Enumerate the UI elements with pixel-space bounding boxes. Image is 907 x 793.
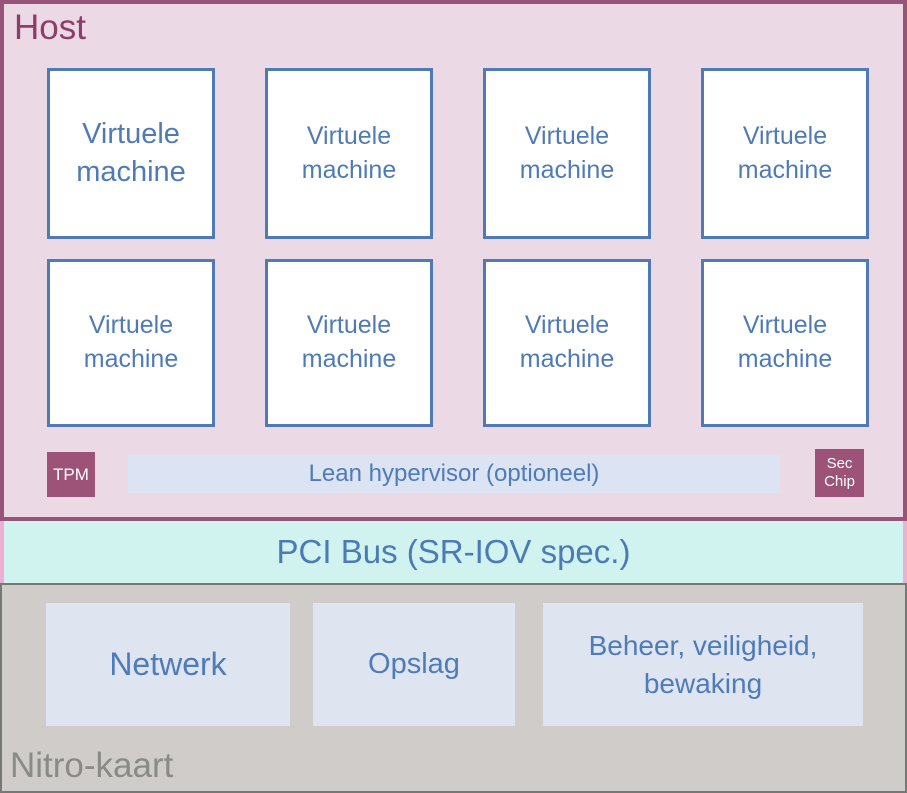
nitro-box-beheer: Beheer, veiligheid, bewaking bbox=[543, 603, 863, 726]
pci-bus-label: PCI Bus (SR-IOV spec.) bbox=[276, 533, 631, 570]
nitro-card-section: Netwerk Opslag Beheer, veiligheid, bewak… bbox=[0, 583, 907, 793]
vm-row-1: Virtuele machine Virtuele machine Virtue… bbox=[47, 68, 869, 239]
pci-bus-bar: PCI Bus (SR-IOV spec.) bbox=[0, 521, 907, 583]
security-chip: Sec Chip bbox=[815, 449, 864, 497]
nitro-card-title: Nitro-kaart bbox=[10, 746, 174, 785]
nitro-box-opslag: Opslag bbox=[313, 603, 515, 726]
vm-box: Virtuele machine bbox=[483, 68, 651, 239]
vm-box: Virtuele machine bbox=[265, 259, 433, 427]
vm-box: Virtuele machine bbox=[265, 68, 433, 239]
vm-box: Virtuele machine bbox=[701, 259, 869, 427]
vm-box: Virtuele machine bbox=[483, 259, 651, 427]
hypervisor-bar: Lean hypervisor (optioneel) bbox=[128, 455, 780, 493]
vm-box: Virtuele machine bbox=[47, 259, 215, 427]
host-title: Host bbox=[14, 8, 86, 47]
host-section: Host Virtuele machine Virtuele machine V… bbox=[0, 0, 907, 521]
tpm-chip: TPM bbox=[47, 452, 95, 497]
vm-row-2: Virtuele machine Virtuele machine Virtue… bbox=[47, 259, 869, 427]
vm-box: Virtuele machine bbox=[701, 68, 869, 239]
nitro-box-netwerk: Netwerk bbox=[46, 603, 290, 726]
vm-box: Virtuele machine bbox=[47, 68, 215, 239]
